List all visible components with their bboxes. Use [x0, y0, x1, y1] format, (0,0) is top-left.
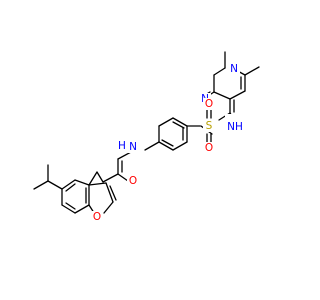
bond — [102, 173, 119, 183]
bond — [229, 90, 246, 100]
bond — [74, 179, 90, 186]
bond — [213, 91, 231, 100]
sulfur-label: S — [206, 120, 213, 132]
bond — [105, 182, 114, 203]
carbonyl-oxygen-label: O — [129, 175, 137, 187]
amide-nitrogen-label: N — [129, 141, 137, 153]
bond — [172, 117, 188, 127]
bond — [88, 182, 107, 186]
sulfonyl-oxygen-bottom-label: O — [205, 142, 213, 154]
bond — [161, 139, 174, 147]
bond — [96, 171, 104, 183]
molecule-structure-diagram: N N NH S O O H N O O — [33, 51, 260, 223]
bond — [213, 67, 226, 76]
amide-h-label: H — [118, 140, 126, 152]
atom-labels: N N NH S O O H N O O — [91, 63, 245, 223]
nitrogen-label: N — [230, 63, 238, 75]
bond — [33, 180, 49, 190]
bond — [172, 121, 185, 129]
bond — [61, 179, 76, 190]
bond — [172, 141, 188, 151]
sulfonyl-oxygen-top-label: O — [205, 98, 213, 110]
bond — [103, 201, 114, 214]
bond — [117, 173, 129, 182]
bond — [158, 117, 174, 127]
bond — [74, 204, 90, 214]
bond — [61, 204, 76, 214]
bond — [65, 183, 76, 192]
bond — [109, 185, 117, 201]
bond — [65, 202, 76, 210]
sulfonamide-nh-label: NH — [227, 121, 243, 133]
furan-oxygen-label: O — [93, 211, 101, 223]
bond — [88, 171, 98, 186]
bond — [144, 141, 160, 151]
bond — [158, 141, 174, 151]
bonds — [33, 51, 260, 217]
bond — [244, 66, 260, 76]
bond — [47, 180, 63, 190]
